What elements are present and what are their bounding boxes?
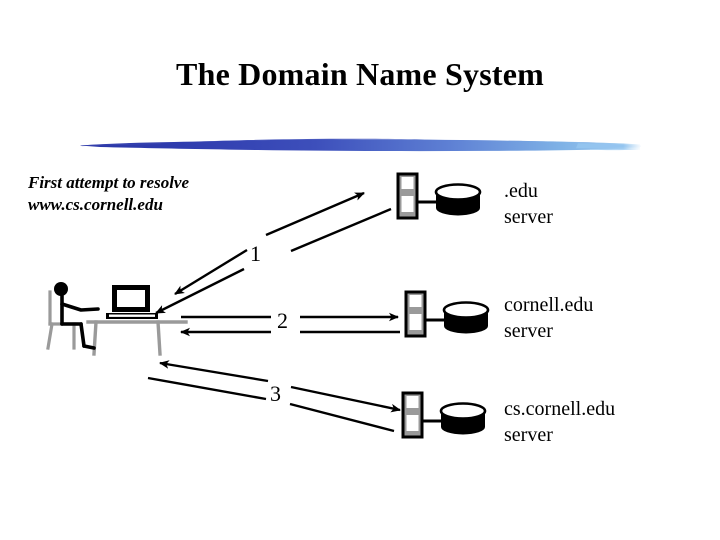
arrow-step-1-response-lower [155, 267, 245, 315]
caption-text: First attempt to resolve www.cs.cornell.… [28, 172, 318, 216]
stick-figure-head [54, 282, 68, 296]
arrow-step-1-response [174, 248, 248, 296]
caption-line-1: First attempt to resolve [28, 173, 190, 192]
client-workstation [36, 272, 188, 357]
server-label-cs-cornell-line-2: server [504, 424, 553, 446]
server-label-edu-line-1: .edu [504, 180, 538, 202]
server-label-edu-line-2: server [504, 206, 553, 228]
server-label-cs-cornell: cs.cornell.edu server [504, 396, 615, 448]
server-label-cornell-line-2: server [504, 320, 553, 342]
server-label-cornell-line-1: cornell.edu [504, 294, 594, 316]
server-icon-cs-cornell [401, 389, 489, 443]
caption-line-2: www.cs.cornell.edu [28, 195, 163, 214]
step-number-1: 1 [250, 241, 261, 266]
page-title: The Domain Name System [176, 56, 544, 92]
stick-figure-shape [60, 294, 100, 350]
arrow-step-1-request [265, 191, 365, 237]
step-number-2: 2 [277, 308, 288, 333]
step-number-3: 3 [270, 381, 281, 406]
arrow-step-3-request-lower [289, 402, 395, 433]
server-label-cs-cornell-line-1: cs.cornell.edu [504, 398, 616, 420]
arrow-step-3-response-lower [147, 376, 267, 401]
arrow-step-1-request-upper [290, 207, 392, 253]
server-label-edu: .edu server [504, 178, 553, 230]
title-divider-brush [78, 136, 642, 156]
desktop-computer-shape [106, 285, 158, 319]
server-label-cornell: cornell.edu server [504, 292, 593, 344]
server-icon-cornell [404, 288, 492, 342]
arrow-step-3-request-upper [290, 385, 401, 413]
arrow-step-3-response-upper [159, 360, 269, 383]
server-icon-edu [396, 170, 484, 224]
